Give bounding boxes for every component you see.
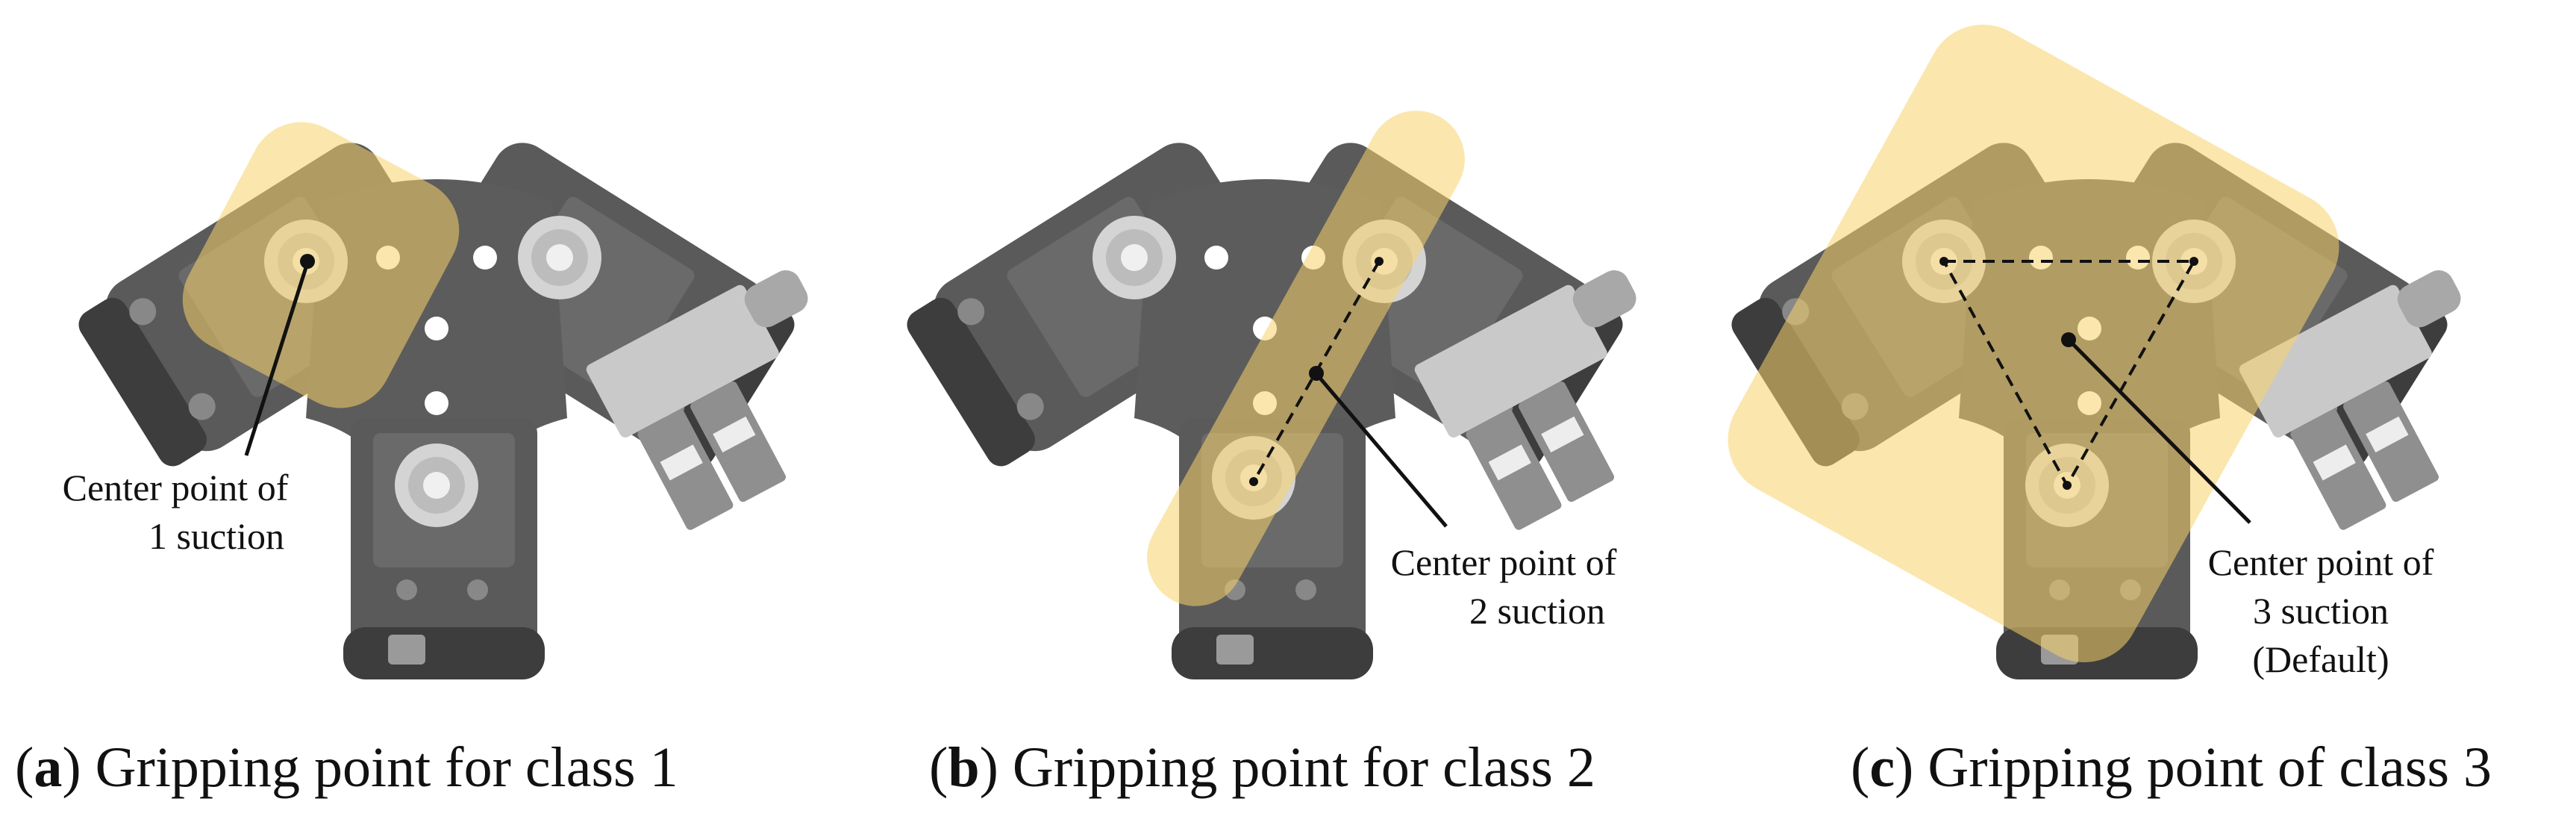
gripper-figure-svg: Center point of 1 suction [63,24,2533,680]
suction-cup-a3 [395,444,478,527]
caption-c-text: Gripping point of class 3 [1928,736,2492,799]
caption-a-text: Gripping point for class 1 [95,736,678,799]
caption-a: (a) Gripping point for class 1 [15,736,678,799]
annotation-c-line1: Center point of [2208,541,2434,583]
suction-point-c1 [1939,257,1948,266]
panel-c-diagram: Center point of 3 suction (Default) [1722,24,2533,680]
suction-cup-a2 [518,216,601,299]
dashed-triangle [1941,260,2197,489]
caption-a-letter: a [34,736,63,799]
caption-b-text: Gripping point for class 2 [1012,736,1595,799]
suction-cup-b1 [1092,216,1176,299]
caption-b: (b) Gripping point for class 2 [929,736,1595,799]
suction-point-c3 [2063,481,2072,490]
annotation-a-line1: Center point of [63,467,289,508]
grip-area-overlay [1147,111,1465,606]
annotation-c-line3: (Default) [2252,638,2389,680]
panel-a-diagram: Center point of 1 suction [63,122,880,680]
caption-b-letter: b [948,736,980,799]
annotation-c-line2: 3 suction [2253,590,2389,632]
annotation-a-line2: 1 suction [149,515,284,557]
pointer-arrow [1316,374,1448,528]
caption-c-letter: c [1869,736,1895,799]
suction-point-b-top [1375,257,1384,266]
annotation-b-line2: 2 suction [1469,590,1605,632]
caption-c: (c) Gripping point of class 3 [1851,736,2492,799]
grip-area-overlay [1728,24,2339,663]
suction-point-c2 [2189,257,2198,266]
annotation-b-line1: Center point of [1391,541,1617,583]
grip-area-overlay [182,122,460,408]
panel-b-diagram: Center point of 2 suction [897,111,1708,680]
suction-point-b-bottom [1249,477,1258,486]
pointer-arrow [2069,340,2251,524]
pointer-arrow [244,262,310,456]
center-point-marker [300,254,315,269]
